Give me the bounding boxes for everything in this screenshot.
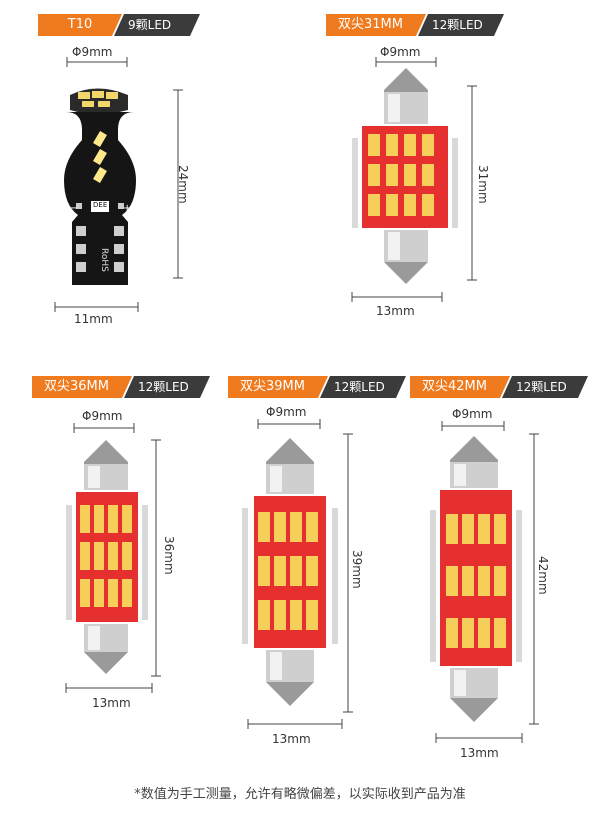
festoon-bulb-drawing bbox=[65, 423, 161, 693]
width-label: 13mm bbox=[376, 304, 415, 318]
minus-marking: − bbox=[70, 203, 79, 214]
festoon-bulb-drawing bbox=[351, 57, 477, 302]
product-tag: 双尖42MM 12颗LED bbox=[410, 376, 588, 398]
product-tag: 双尖31MM 12颗LED bbox=[326, 14, 504, 36]
width-label: 11mm bbox=[74, 312, 113, 326]
product-name: 双尖31MM bbox=[326, 14, 426, 36]
t10-bulb-drawing bbox=[54, 57, 183, 312]
product-tag: 双尖39MM 12颗LED bbox=[228, 376, 406, 398]
head-diameter-label: Φ9mm bbox=[380, 45, 421, 59]
led-count: 12颗LED bbox=[124, 376, 210, 398]
head-diameter-label: Φ9mm bbox=[452, 407, 493, 421]
led-count: 12颗LED bbox=[418, 14, 504, 36]
product-name: T10 bbox=[38, 14, 122, 36]
product-31mm: 双尖31MM 12颗LED Φ9mm 31mm 13mm bbox=[300, 0, 600, 350]
product-name: 双尖42MM bbox=[410, 376, 510, 398]
product-tag: T10 9颗LED bbox=[38, 14, 200, 36]
product-tag: 双尖36MM 12颗LED bbox=[32, 376, 210, 398]
length-label: 36mm bbox=[162, 536, 176, 575]
width-label: 13mm bbox=[272, 732, 311, 746]
led-count: 12颗LED bbox=[502, 376, 588, 398]
length-label: 24mm bbox=[176, 165, 190, 204]
head-diameter-label: Φ9mm bbox=[266, 405, 307, 419]
width-label: 13mm bbox=[92, 696, 131, 710]
head-diameter-label: Φ9mm bbox=[72, 45, 113, 59]
plus-marking: + bbox=[123, 203, 132, 214]
product-t10: T10 9颗LED Φ9mm 24mm 11mm DEE RoHS + − bbox=[0, 0, 300, 350]
length-label: 42mm bbox=[536, 556, 550, 595]
footer-note: *数值为手工测量，允许有略微偏差，以实际收到产品为准 bbox=[134, 787, 466, 802]
product-42mm: 双尖42MM 12颗LED Φ9mm 42mm 13mm bbox=[400, 360, 600, 770]
head-diameter-label: Φ9mm bbox=[82, 409, 123, 423]
festoon-bulb-drawing bbox=[242, 419, 353, 729]
led-count: 12颗LED bbox=[320, 376, 406, 398]
product-name: 双尖36MM bbox=[32, 376, 132, 398]
festoon-bulb-drawing bbox=[430, 421, 539, 743]
width-label: 13mm bbox=[460, 746, 499, 760]
length-label: 31mm bbox=[476, 165, 490, 204]
rohs-marking: RoHS bbox=[99, 248, 109, 272]
product-name: 双尖39MM bbox=[228, 376, 328, 398]
board-marking: DEE bbox=[93, 201, 108, 209]
product-36mm: 双尖36MM 12颗LED Φ9mm 36mm 13mm bbox=[0, 360, 200, 730]
led-count: 9颗LED bbox=[114, 14, 200, 36]
product-39mm: 双尖39MM 12颗LED Φ9mm 39mm 13mm bbox=[200, 360, 400, 760]
length-label: 39mm bbox=[350, 550, 364, 589]
